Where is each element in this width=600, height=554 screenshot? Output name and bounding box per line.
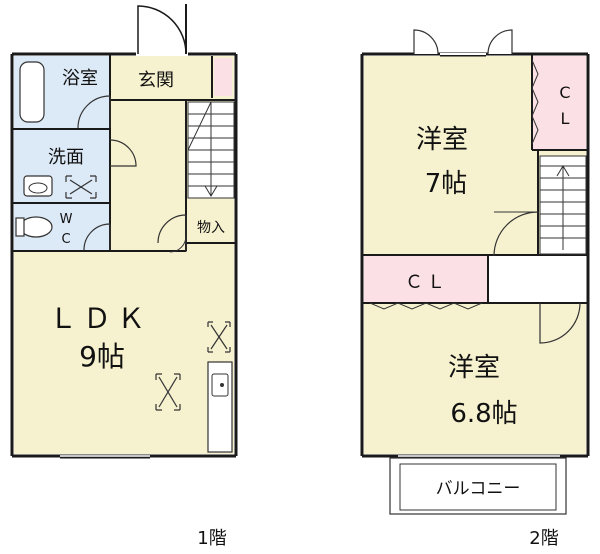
floor-2-interior-walls [362, 54, 588, 304]
entrance-label: 玄関 [138, 70, 174, 91]
toilet-tank [15, 217, 25, 237]
room-b-door-swing [539, 302, 581, 344]
kitchen-sink [211, 373, 229, 397]
bathtub [19, 61, 45, 123]
wc-label-c: C [61, 232, 70, 247]
washroom-label: 洗面 [48, 147, 84, 168]
ldk-label: ＬＤＫ [49, 302, 151, 335]
floor-1-plan: 浴室 玄関 洗面 W C 物入 ＬＤＫ 9帖 [10, 4, 238, 459]
wc-label-w: W [60, 212, 73, 227]
bathroom-label: 浴室 [62, 68, 98, 89]
room-a-size-label: 7帖 [425, 169, 468, 199]
washer-space-icon [65, 175, 97, 199]
balcony-inner [399, 463, 557, 511]
hall-door-swing [169, 235, 187, 253]
floor-1-caption: 1階 [197, 528, 226, 549]
large-closet-label: ＣＬ [405, 272, 449, 293]
small-closet-label-l: L [561, 109, 570, 128]
balcony-door-right [487, 29, 513, 55]
range-hood-icon [207, 321, 231, 353]
ldk-size-label: 9帖 [79, 340, 125, 373]
entrance-door-swing [137, 5, 187, 55]
storage-label: 物入 [197, 220, 225, 236]
balcony-door-left [413, 29, 439, 55]
fridge-space-icon [155, 373, 181, 411]
storage-door-swing [157, 214, 187, 244]
floor-2-caption: 2階 [529, 528, 558, 549]
sink-drain [220, 383, 224, 387]
toilet-bowl [19, 216, 53, 238]
basin-bowl [28, 182, 48, 194]
bath-door-swing [77, 95, 111, 129]
large-closet-folding-door [369, 302, 483, 310]
toilet-door-swing [83, 223, 111, 251]
room-a-door-swing [493, 211, 539, 257]
room-b-label: 洋室 [448, 353, 500, 383]
closet-folding-door [531, 59, 539, 145]
floor-2-stairs [539, 155, 587, 255]
balcony-label: バルコニー [436, 479, 521, 499]
shoe-closet [214, 58, 232, 96]
floor-1-stairs [187, 101, 235, 199]
floor-2-plan: 洋室 7帖 C L ＣＬ 洋室 6.8帖 バルコニー [360, 29, 590, 515]
upper-hall [488, 256, 586, 302]
large-closet [364, 256, 488, 304]
room-b-size-label: 6.8帖 [450, 399, 517, 429]
small-closet-label-c: C [559, 83, 570, 102]
small-closet [532, 56, 586, 150]
room-a-label: 洋室 [416, 125, 468, 155]
washroom-door-swing [109, 139, 137, 167]
